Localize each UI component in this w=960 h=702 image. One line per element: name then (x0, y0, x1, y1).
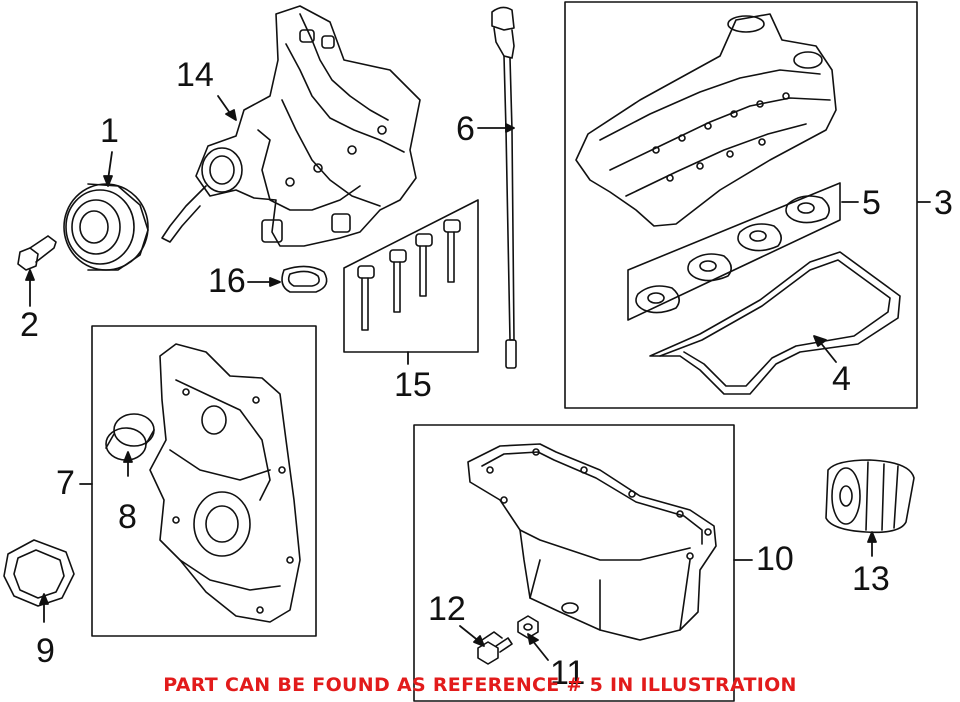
oil-filter-part (825, 459, 915, 534)
throttle-gasket-part (281, 265, 328, 293)
reference-note: PART CAN BE FOUND AS REFERENCE # 5 IN IL… (163, 674, 797, 696)
callout-15: 15 (394, 366, 432, 404)
callout-9: 9 (36, 632, 55, 670)
leader-lines (25, 95, 931, 661)
callout-12: 12 (428, 590, 466, 628)
group-box-oil-pan (413, 424, 735, 702)
group-box-timing-cover (91, 325, 317, 637)
callout-7: 7 (56, 464, 75, 502)
oil-pan-part (467, 443, 717, 641)
manifold-bolts-part (357, 219, 461, 331)
group-box-gaskets (627, 182, 841, 321)
valve-cover-part (575, 13, 837, 227)
plug-seal-gaskets-part (635, 195, 830, 314)
timing-cover-part (149, 343, 301, 623)
callout-2: 2 (20, 306, 39, 344)
callout-16: 16 (208, 262, 246, 300)
front-seal-part (105, 413, 155, 461)
pan-bolt-part (477, 631, 513, 665)
group-box-valve-cover (564, 1, 918, 409)
rear-seal-part (3, 539, 75, 607)
intake-manifold-part (161, 5, 421, 247)
dipstick-part (491, 6, 517, 369)
pulley-bolt-part (17, 235, 57, 271)
group-box-bolts (343, 199, 479, 353)
crank-pulley-part (63, 183, 149, 271)
callout-13: 13 (852, 560, 890, 598)
drain-plug-part (517, 615, 539, 639)
callout-10: 10 (756, 540, 794, 578)
callout-3: 3 (934, 184, 953, 222)
valve-cover-gasket-part (649, 251, 901, 395)
callout-8: 8 (118, 498, 137, 536)
callout-14: 14 (176, 56, 214, 94)
callout-5: 5 (862, 184, 881, 222)
callout-11: 11 (550, 654, 586, 692)
callout-6: 6 (456, 110, 475, 148)
callout-1: 1 (100, 112, 119, 150)
callout-4: 4 (832, 360, 851, 398)
